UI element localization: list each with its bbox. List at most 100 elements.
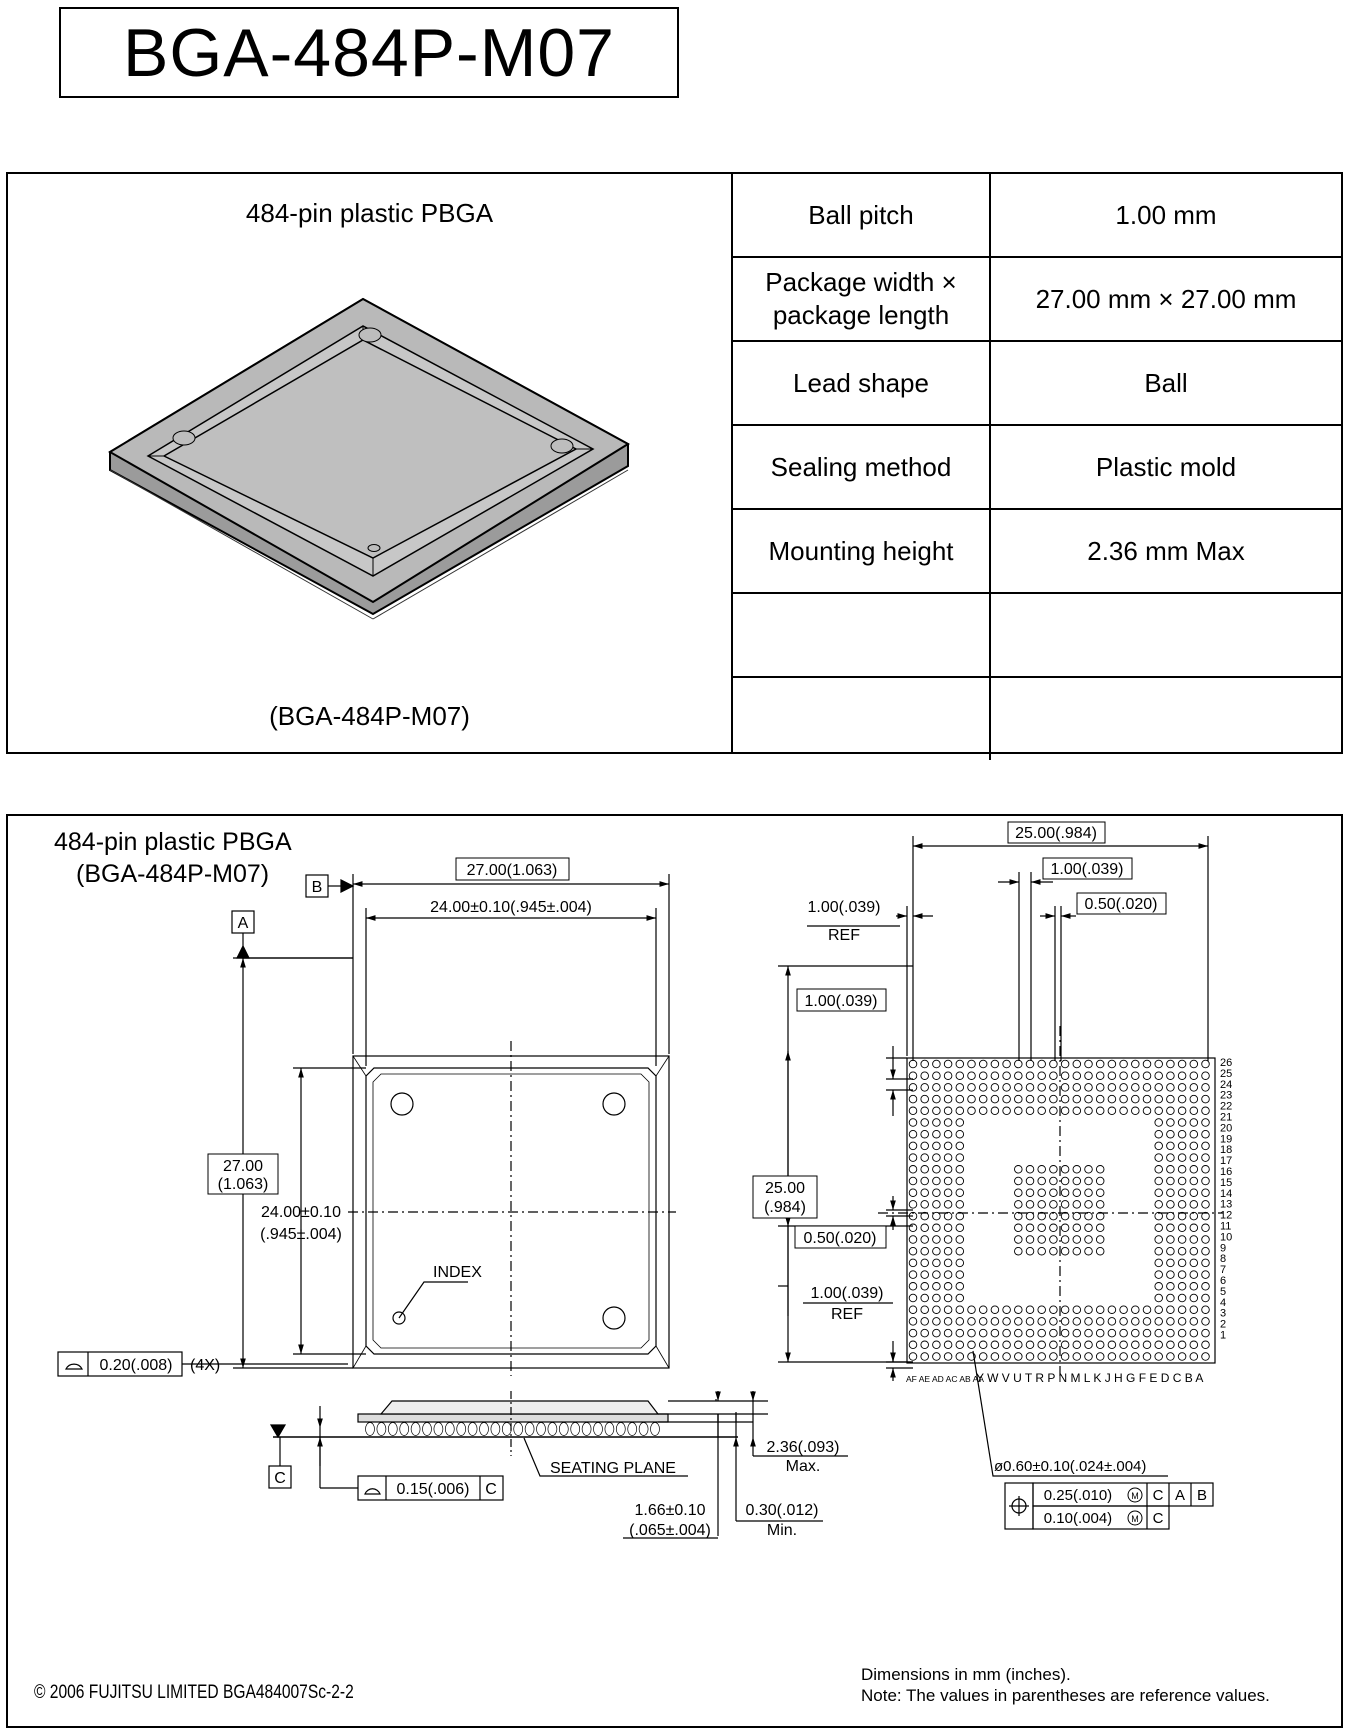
solder-ball [1060, 1305, 1070, 1314]
solder-ball [1049, 1083, 1058, 1092]
row-number: 19 [1220, 1133, 1232, 1145]
solder-ball [1037, 1223, 1046, 1233]
solder-ball [1131, 1340, 1140, 1350]
solder-ball [932, 1059, 941, 1069]
position-tolerance-row-2 [1032, 1505, 1170, 1530]
solder-ball [1131, 1059, 1140, 1069]
solder-ball [1119, 1317, 1128, 1326]
solder-ball [920, 1282, 929, 1291]
solder-ball [932, 1118, 941, 1127]
solder-ball [1002, 1094, 1011, 1104]
datum-b-label: B [312, 879, 323, 896]
body-height-2: (.065±.004) [629, 1522, 711, 1539]
solder-ball [990, 1106, 1000, 1116]
solder-ball [1025, 1328, 1035, 1338]
solder-ball [908, 1106, 918, 1116]
solder-ball [1177, 1059, 1187, 1069]
solder-ball [1025, 1223, 1035, 1233]
solder-ball [1166, 1071, 1175, 1080]
height-max-1: 2.36(.093) [767, 1439, 840, 1456]
solder-ball-side [627, 1422, 638, 1436]
spec-value: 1.00 mm [989, 174, 1341, 258]
solder-ball [955, 1258, 965, 1268]
solder-ball [1049, 1328, 1058, 1338]
solder-ball [1095, 1165, 1105, 1174]
solder-ball [1049, 1200, 1058, 1209]
solder-ball [1037, 1340, 1046, 1350]
solder-ball [1107, 1094, 1117, 1104]
solder-ball [1084, 1200, 1093, 1209]
solder-ball [1177, 1328, 1187, 1338]
solder-ball [943, 1246, 953, 1256]
solder-ball [1119, 1340, 1128, 1350]
solder-ball [1166, 1340, 1175, 1350]
solder-ball [955, 1246, 965, 1256]
solder-ball [1095, 1200, 1105, 1209]
solder-ball [1014, 1235, 1023, 1244]
dim-ball-span: 25.00(.984) [1015, 825, 1097, 842]
solder-ball [1189, 1258, 1199, 1268]
solder-ball [1037, 1059, 1046, 1069]
solder-ball [943, 1258, 953, 1268]
solder-ball [1060, 1223, 1070, 1233]
solder-ball [920, 1211, 929, 1221]
dim-box-ball-span [1007, 821, 1106, 844]
solder-ball [932, 1352, 941, 1361]
solder-ball [955, 1071, 965, 1080]
solder-ball [1166, 1328, 1175, 1338]
solder-ball [967, 1352, 976, 1361]
solder-ball [1177, 1246, 1187, 1256]
solder-ball [1014, 1165, 1023, 1174]
solder-ball [932, 1083, 941, 1092]
solder-ball-side [444, 1422, 455, 1436]
solder-ball [1166, 1129, 1175, 1139]
solder-ball [1154, 1176, 1163, 1186]
solder-ball [1177, 1270, 1187, 1279]
solder-ball [1201, 1059, 1210, 1069]
solder-ball [1014, 1328, 1023, 1338]
solder-ball [1002, 1328, 1011, 1338]
solder-ball [1154, 1071, 1163, 1080]
solder-ball [1095, 1328, 1105, 1338]
solder-ball [1166, 1211, 1175, 1221]
solder-ball [943, 1328, 953, 1338]
solder-ball [1060, 1071, 1070, 1080]
solder-ball [1084, 1211, 1093, 1221]
solder-ball [955, 1340, 965, 1350]
coplanarity-frame [357, 1475, 504, 1501]
solder-ball [1060, 1352, 1070, 1361]
solder-ball [1166, 1235, 1175, 1244]
solder-ball-side [524, 1422, 535, 1436]
solder-ball [908, 1094, 918, 1104]
solder-ball [908, 1235, 918, 1244]
solder-ball [1014, 1188, 1023, 1197]
solder-ball [908, 1328, 918, 1338]
position-tolerance-1: 0.25(.010) [1044, 1487, 1112, 1504]
package-caption: 484-pin plastic PBGA [245, 198, 494, 228]
spec-label [733, 592, 991, 678]
solder-ball [1049, 1106, 1058, 1116]
solder-ball [1095, 1223, 1105, 1233]
solder-ball [1201, 1083, 1210, 1092]
ejector-pin-mark [602, 1306, 626, 1330]
solder-ball [1189, 1141, 1199, 1151]
row-number: 2 [1220, 1319, 1226, 1331]
ref-a: A [1175, 1487, 1185, 1504]
dim-box-pitch [1042, 857, 1133, 880]
solder-ball [1131, 1328, 1140, 1338]
solder-ball [943, 1340, 953, 1350]
solder-ball [1119, 1094, 1128, 1104]
solder-ball-side [513, 1422, 524, 1436]
solder-ball [1049, 1188, 1058, 1197]
solder-ball [932, 1270, 941, 1279]
solder-ball [1154, 1211, 1163, 1221]
solder-ball [967, 1094, 976, 1104]
solder-ball [955, 1235, 965, 1244]
solder-ball-side [399, 1422, 410, 1436]
solder-ball [1014, 1059, 1023, 1069]
spec-value: 27.00 mm × 27.00 mm [989, 256, 1341, 342]
solder-ball [943, 1141, 953, 1151]
dim-half-v: 0.50(.020) [804, 1230, 877, 1247]
